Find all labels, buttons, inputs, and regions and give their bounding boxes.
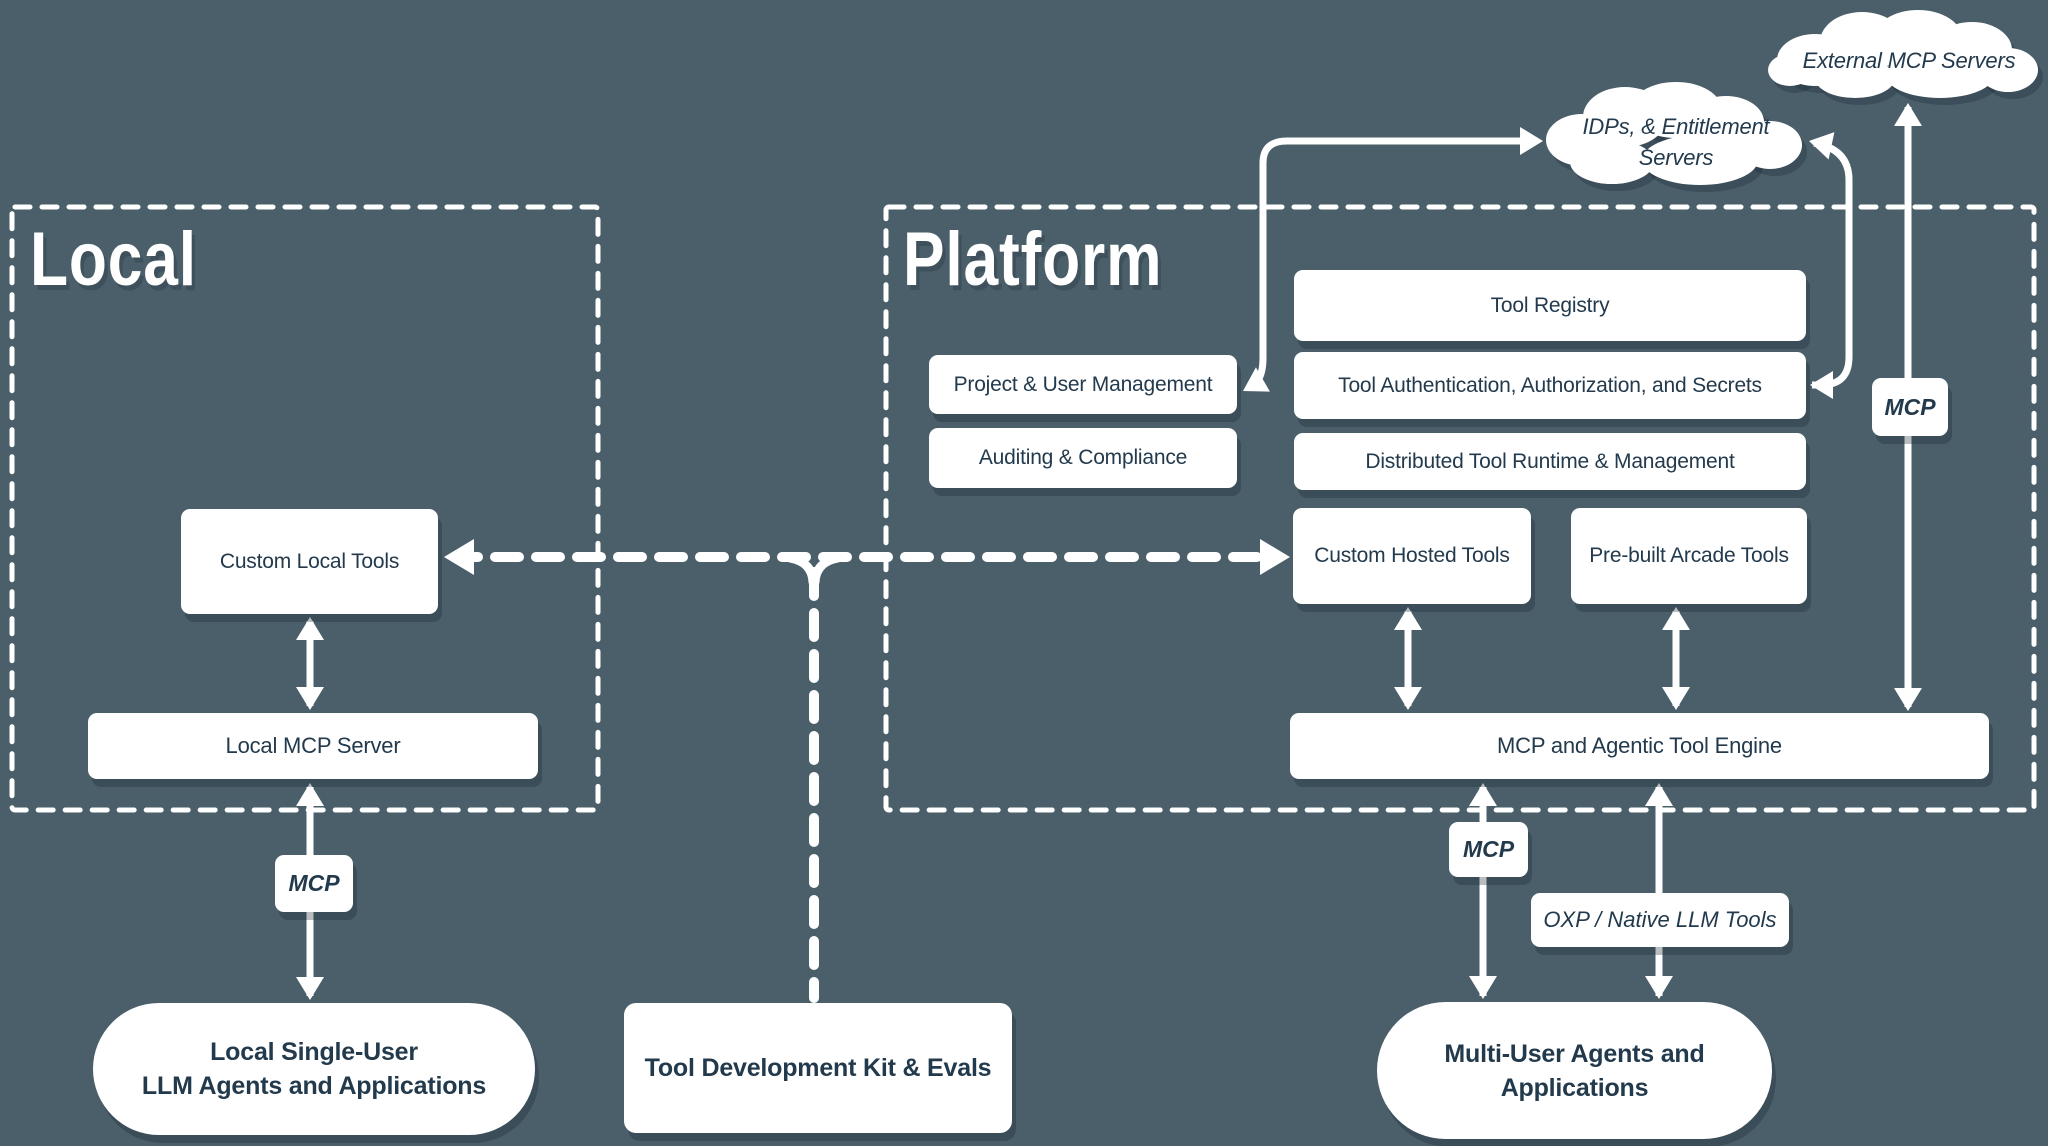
distributed-runtime-box: Distributed Tool Runtime & Management — [1294, 433, 1806, 490]
prebuilt-arcade-tools-label: Pre-built Arcade Tools — [1589, 544, 1789, 567]
arrow-idps-to-tool-auth — [1809, 132, 1853, 399]
tool-auth-box: Tool Authentication, Authorization, and … — [1294, 352, 1806, 419]
mcp-agentic-engine-label: MCP and Agentic Tool Engine — [1497, 733, 1782, 758]
mcp-protocol-tag-local-label: MCP — [288, 870, 340, 896]
arrow-custom-local-to-hosted — [444, 539, 1290, 575]
arrow-engine-to-multi-pill-oxp — [1645, 783, 1673, 999]
auditing-compliance-box: Auditing & Compliance — [929, 428, 1237, 488]
distributed-runtime-label: Distributed Tool Runtime & Management — [1365, 449, 1735, 473]
local-mcp-server-box: Local MCP Server — [88, 713, 538, 779]
custom-local-tools-label: Custom Local Tools — [219, 549, 400, 573]
platform-region-title: Platform — [903, 217, 1163, 302]
idps-cloud-icon — [1546, 82, 1802, 185]
mcp-agentic-engine-box: MCP and Agentic Tool Engine — [1290, 713, 1989, 779]
tool-auth-label: Tool Authentication, Authorization, and … — [1338, 373, 1762, 397]
external-mcp-cloud-label: External MCP Servers — [1802, 48, 2016, 73]
prebuilt-arcade-tools-box: Pre-built Arcade Tools — [1571, 508, 1807, 604]
auditing-compliance-label: Auditing & Compliance — [978, 446, 1188, 469]
mcp-protocol-tag-external: MCP — [1872, 378, 1948, 436]
oxp-protocol-tag: OXP / Native LLM Tools — [1531, 893, 1789, 947]
project-user-management-box: Project & User Management — [929, 355, 1237, 414]
local-mcp-server-label: Local MCP Server — [225, 733, 401, 758]
idps-cloud-label-line2: Servers — [1638, 145, 1714, 170]
arrow-custom-local-to-server — [296, 617, 324, 710]
tool-dev-kit-label: Tool Development Kit & Evals — [644, 1053, 992, 1082]
custom-hosted-tools-label: Custom Hosted Tools — [1314, 544, 1510, 567]
local-pill-line1: Local Single-User — [210, 1038, 418, 1066]
tool-dev-kit-box: Tool Development Kit & Evals — [624, 1003, 1012, 1133]
platform-region-border — [883, 204, 2037, 813]
tool-registry-box: Tool Registry — [1294, 270, 1806, 341]
local-pill-line2: LLM Agents and Applications — [141, 1072, 487, 1100]
line-branch-to-tdk — [785, 553, 843, 1003]
project-user-management-label: Project & User Management — [953, 372, 1213, 396]
external-mcp-cloud-icon — [1768, 10, 2038, 98]
mcp-protocol-tag-external-label: MCP — [1884, 393, 1936, 420]
local-single-user-pill: Local Single-User LLM Agents and Applica… — [93, 1003, 535, 1135]
multi-user-pill-line1: Multi-User Agents and — [1444, 1039, 1705, 1068]
arrow-engine-to-multi-pill-mcp — [1469, 783, 1497, 999]
multi-user-pill-line2: Applications — [1500, 1073, 1649, 1102]
mcp-protocol-tag-multi: MCP — [1449, 822, 1528, 877]
idps-cloud-label: IDPs, & Entitlement Servers — [1556, 111, 1796, 173]
arrow-prebuilt-to-engine — [1662, 607, 1690, 710]
custom-local-tools-box: Custom Local Tools — [181, 509, 438, 614]
multi-user-pill: Multi-User Agents and Applications — [1377, 1002, 1772, 1139]
custom-hosted-tools-box: Custom Hosted Tools — [1293, 508, 1531, 604]
local-region-title: Local — [30, 217, 197, 302]
local-region-border — [9, 204, 601, 813]
tool-registry-label: Tool Registry — [1490, 293, 1610, 317]
mcp-protocol-tag-multi-label: MCP — [1462, 836, 1515, 862]
arrow-project-to-idps — [1243, 127, 1543, 392]
arrow-hosted-to-engine — [1394, 607, 1422, 710]
idps-cloud-label-line1: IDPs, & Entitlement — [1582, 114, 1770, 139]
oxp-protocol-tag-label: OXP / Native LLM Tools — [1543, 907, 1777, 932]
mcp-protocol-tag-local: MCP — [275, 855, 353, 912]
